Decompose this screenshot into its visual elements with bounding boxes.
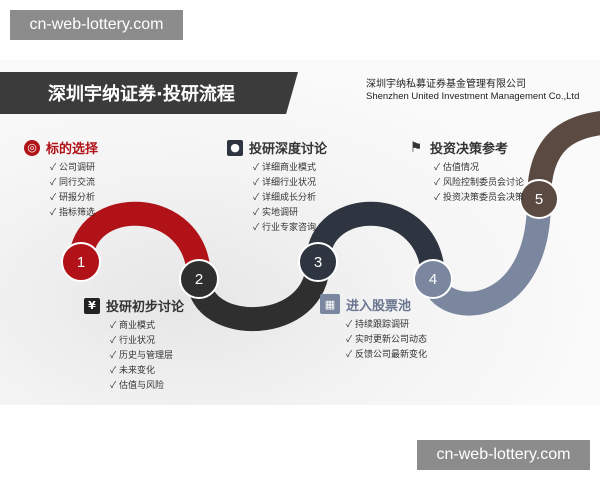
step-circle-4 — [413, 259, 453, 299]
step-5-title: 投资决策参考 — [430, 142, 509, 157]
step-number-4: 4 — [429, 271, 437, 288]
segment-1 — [69, 201, 211, 280]
yen-document-icon: ¥ — [84, 297, 100, 314]
list-item: 估值与风险 — [110, 379, 184, 394]
flag-icon: ⚑ — [409, 139, 423, 156]
watermark-bottom: cn-web-lottery.com — [417, 440, 590, 470]
page-title: 深圳宇纳证券·投研流程 — [48, 84, 235, 105]
list-item: 同行交流 — [50, 176, 98, 191]
list-item: 详细成长分析 — [253, 191, 327, 206]
company-name: 深圳宇纳私募证券基金管理有限公司 Shenzhen United Investm… — [366, 79, 579, 103]
list-item: 行业专家咨询 — [253, 221, 327, 236]
step-number-2: 2 — [195, 271, 203, 288]
step-4-section: ▦ 进入股票池 持续跟踪调研实时更新公司动态反馈公司最新变化 — [320, 294, 427, 363]
step-1-section: ◎ 标的选择 公司调研同行交流研报分析指标筛选 — [24, 138, 98, 221]
list-item: 详细行业状况 — [253, 176, 327, 191]
list-item: 投资决策委员会决策 — [434, 191, 524, 206]
step-5-section: ⚑ 投资决策参考 估值情况风险控制委员会讨论投资决策委员会决策 — [408, 138, 524, 206]
step-circle-3 — [298, 242, 338, 282]
list-item: 公司调研 — [50, 161, 98, 176]
list-item: 研报分析 — [50, 191, 98, 206]
list-item: 实地调研 — [253, 206, 327, 221]
list-item: 估值情况 — [434, 161, 524, 176]
watermark-top: cn-web-lottery.com — [10, 10, 183, 40]
step-circles — [61, 179, 559, 299]
step-2-title: 投研初步讨论 — [106, 300, 185, 315]
list-item: 反馈公司最新变化 — [346, 348, 427, 363]
list-item: 商业模式 — [110, 319, 184, 334]
step-number-1: 1 — [77, 254, 85, 271]
step-4-title: 进入股票池 — [346, 298, 412, 314]
list-item: 详细商业模式 — [253, 161, 327, 176]
list-item: 指标筛选 — [50, 206, 98, 221]
company-cn: 深圳宇纳私募证券基金管理有限公司 — [366, 79, 526, 90]
step-2-section: ¥ 投研初步讨论 商业模式行业状况历史与管理层未来变化估值与风险 — [84, 296, 184, 394]
stock-pool-icon: ▦ — [320, 294, 340, 314]
step-3-section: ● 投研深度讨论 详细商业模式详细行业状况详细成长分析实地调研行业专家咨询 — [227, 138, 327, 236]
list-item: 未来变化 — [110, 364, 184, 379]
company-en: Shenzhen United Investment Management Co… — [366, 91, 580, 102]
list-item: 实时更新公司动态 — [346, 333, 427, 348]
list-item: 风险控制委员会讨论 — [434, 176, 524, 191]
list-item: 历史与管理层 — [110, 349, 184, 364]
step-3-title: 投研深度讨论 — [249, 142, 328, 157]
segment-3 — [306, 201, 445, 280]
step-circle-1 — [61, 242, 101, 282]
title-banner: 深圳宇纳证券·投研流程 — [0, 72, 298, 114]
list-item: 行业状况 — [110, 334, 184, 349]
step-circle-2 — [179, 259, 219, 299]
map-pin-icon: ● — [227, 139, 243, 156]
list-item: 持续跟踪调研 — [346, 318, 427, 333]
step-1-title: 标的选择 — [46, 142, 99, 157]
target-icon: ◎ — [24, 139, 40, 156]
step-number-3: 3 — [314, 254, 322, 271]
step-number-5: 5 — [535, 191, 543, 208]
